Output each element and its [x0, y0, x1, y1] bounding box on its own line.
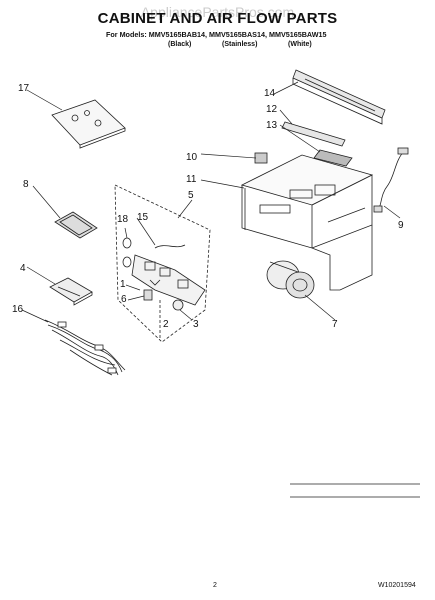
- callout-13: 13: [266, 120, 278, 131]
- part-12-strip: [281, 121, 346, 147]
- part-11-cabinet: [240, 154, 374, 291]
- callout-15: 15: [137, 212, 149, 223]
- callout-numbers: 17 8 4 16 5 15 18 1 6 2 3 14 12 13 10 11…: [12, 83, 404, 330]
- callout-9: 9: [398, 220, 404, 231]
- part-3-knob: [172, 299, 184, 311]
- part-15-wire: [154, 244, 186, 249]
- part-17-grille: [51, 99, 126, 149]
- callout-3: 3: [193, 319, 199, 330]
- callout-10: 10: [186, 152, 198, 163]
- signature-lines: [290, 483, 420, 498]
- part-10-connector: [254, 152, 268, 164]
- part-6-switch: [143, 289, 153, 301]
- part-7-fan-motor: [266, 260, 315, 299]
- part-16-wire-harness: [44, 319, 126, 376]
- callout-11: 11: [186, 174, 197, 185]
- callout-8: 8: [23, 179, 29, 190]
- page-title: CABINET AND AIR FLOW PARTS: [97, 10, 338, 27]
- variant-black: (Black): [168, 41, 192, 48]
- callout-leaders: [21, 81, 401, 323]
- callout-18: 18: [117, 214, 129, 225]
- callout-5: 5: [188, 190, 194, 201]
- callout-2: 2: [163, 319, 169, 330]
- models-line: For Models: MMV5165BAB14, MMV5165BAS14, …: [106, 30, 327, 39]
- part-5-mount-outline: [114, 184, 211, 343]
- part-13-frame: [313, 149, 353, 167]
- callout-14: 14: [264, 88, 276, 99]
- variant-stainless: (Stainless): [222, 41, 258, 48]
- document-number: W10201594: [378, 582, 416, 589]
- part-9-power-wire: [373, 147, 409, 213]
- callout-1: 1: [120, 279, 126, 290]
- page-number: 2: [213, 582, 217, 589]
- callout-16: 16: [12, 304, 24, 315]
- callout-7: 7: [332, 319, 338, 330]
- control-assembly: [131, 254, 206, 306]
- part-8-filter: [54, 211, 98, 239]
- callout-6: 6: [121, 294, 127, 305]
- part-4-plate: [49, 277, 93, 306]
- variant-white: (White): [288, 41, 312, 48]
- part-18-clip: [122, 237, 132, 268]
- callout-4: 4: [20, 263, 26, 274]
- callout-12: 12: [266, 104, 278, 115]
- callout-17: 17: [18, 83, 30, 94]
- part-14-rail: [292, 69, 386, 125]
- watermark-text: AppliancePartsPros.com: [140, 4, 295, 20]
